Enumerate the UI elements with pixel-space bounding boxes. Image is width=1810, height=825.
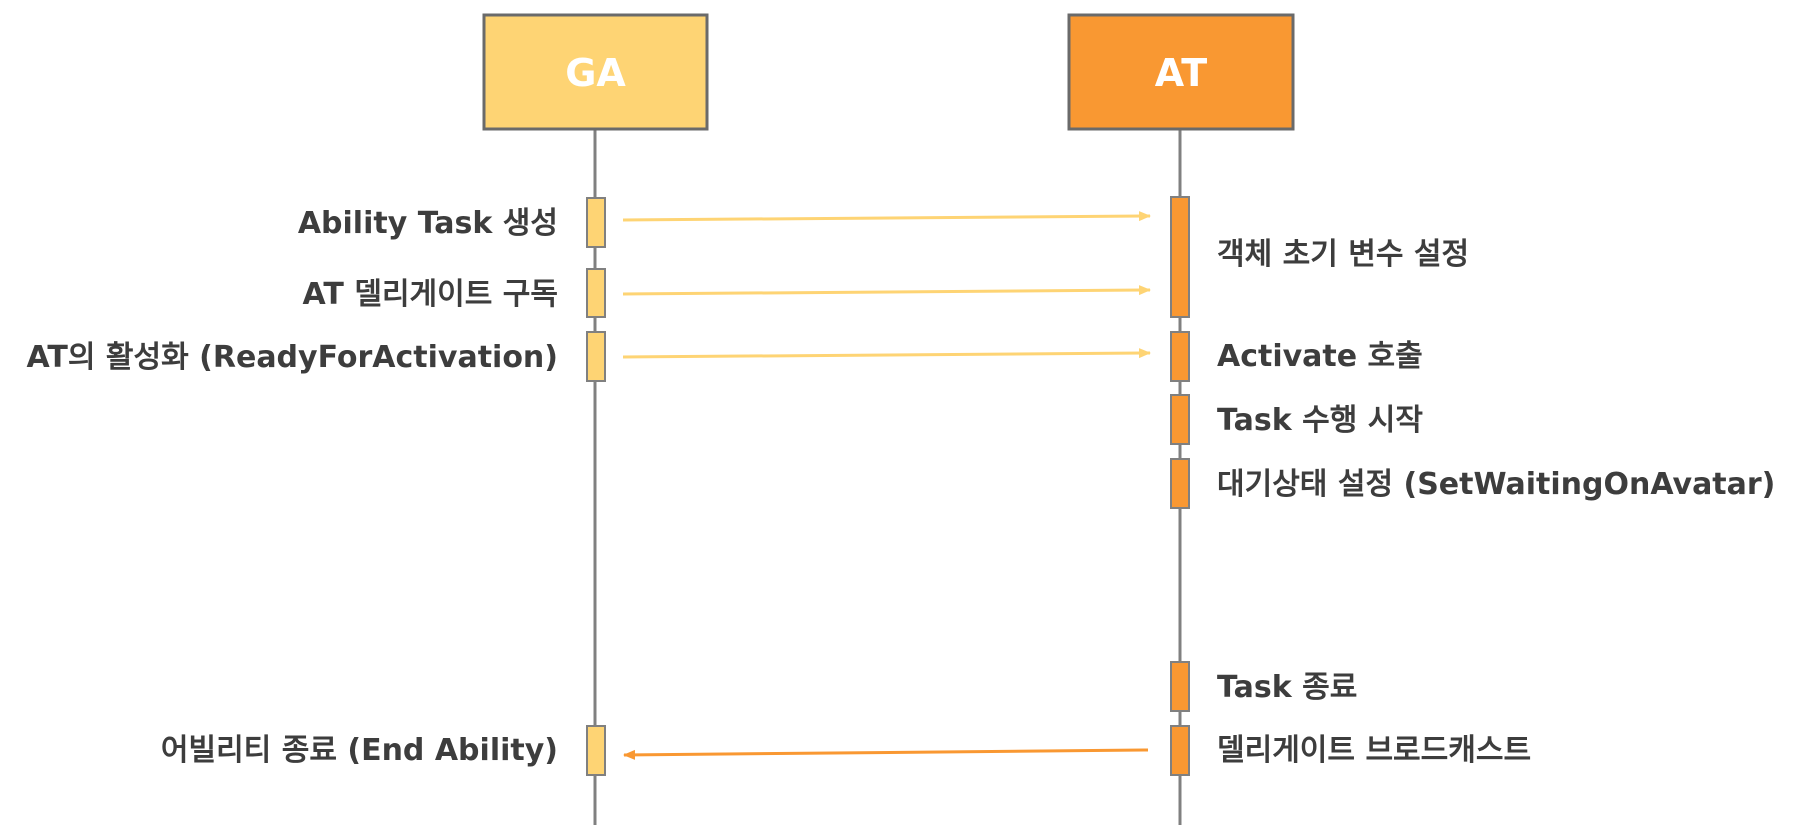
at-header-box [1067,13,1295,131]
at-activation-bar [1170,394,1190,445]
ga-header-label: GA [565,51,626,95]
at-activation-bar [1170,458,1190,509]
ga-label-activate-at: AT의 활성화 (ReadyForActivation) [27,340,558,375]
ga-activation-bar [586,331,606,382]
ga-label-end-ability: 어빌리티 종료 (End Ability) [161,733,558,768]
at-activation-bar [1170,725,1190,776]
ga-activation-bar [586,725,606,776]
message-arrow-activate [622,348,1151,359]
ga-activation-bar [586,268,606,318]
at-label-waiting-state: 대기상태 설정 (SetWaitingOnAvatar) [1217,467,1775,502]
ga-label-subscribe-delegate: AT 델리게이트 구독 [303,277,558,312]
ga-activation-bar [586,197,606,248]
ga-activations [586,197,606,776]
at-activation-bar [1170,196,1190,318]
ga-header-box [482,13,709,131]
at-label-activate-call: Activate 호출 [1217,339,1423,374]
at-label-task-start: Task 수행 시작 [1217,403,1423,438]
message-arrow-create-task [622,211,1151,222]
at-activations [1170,196,1190,776]
at-activation-bar [1170,661,1190,712]
at-activation-bar [1170,331,1190,382]
ga-label-create-task: Ability Task 생성 [298,206,558,241]
at-label-task-end: Task 종료 [1217,670,1357,705]
at-label-init-vars: 객체 초기 변수 설정 [1217,237,1469,272]
participant-ga: GA [482,13,709,131]
participant-at: AT [1067,13,1295,131]
message-arrow-broadcast [623,748,1149,760]
at-label-broadcast: 델리게이트 브로드캐스트 [1217,733,1531,768]
at-header-label: AT [1155,51,1207,95]
message-arrow-subscribe [622,285,1151,296]
